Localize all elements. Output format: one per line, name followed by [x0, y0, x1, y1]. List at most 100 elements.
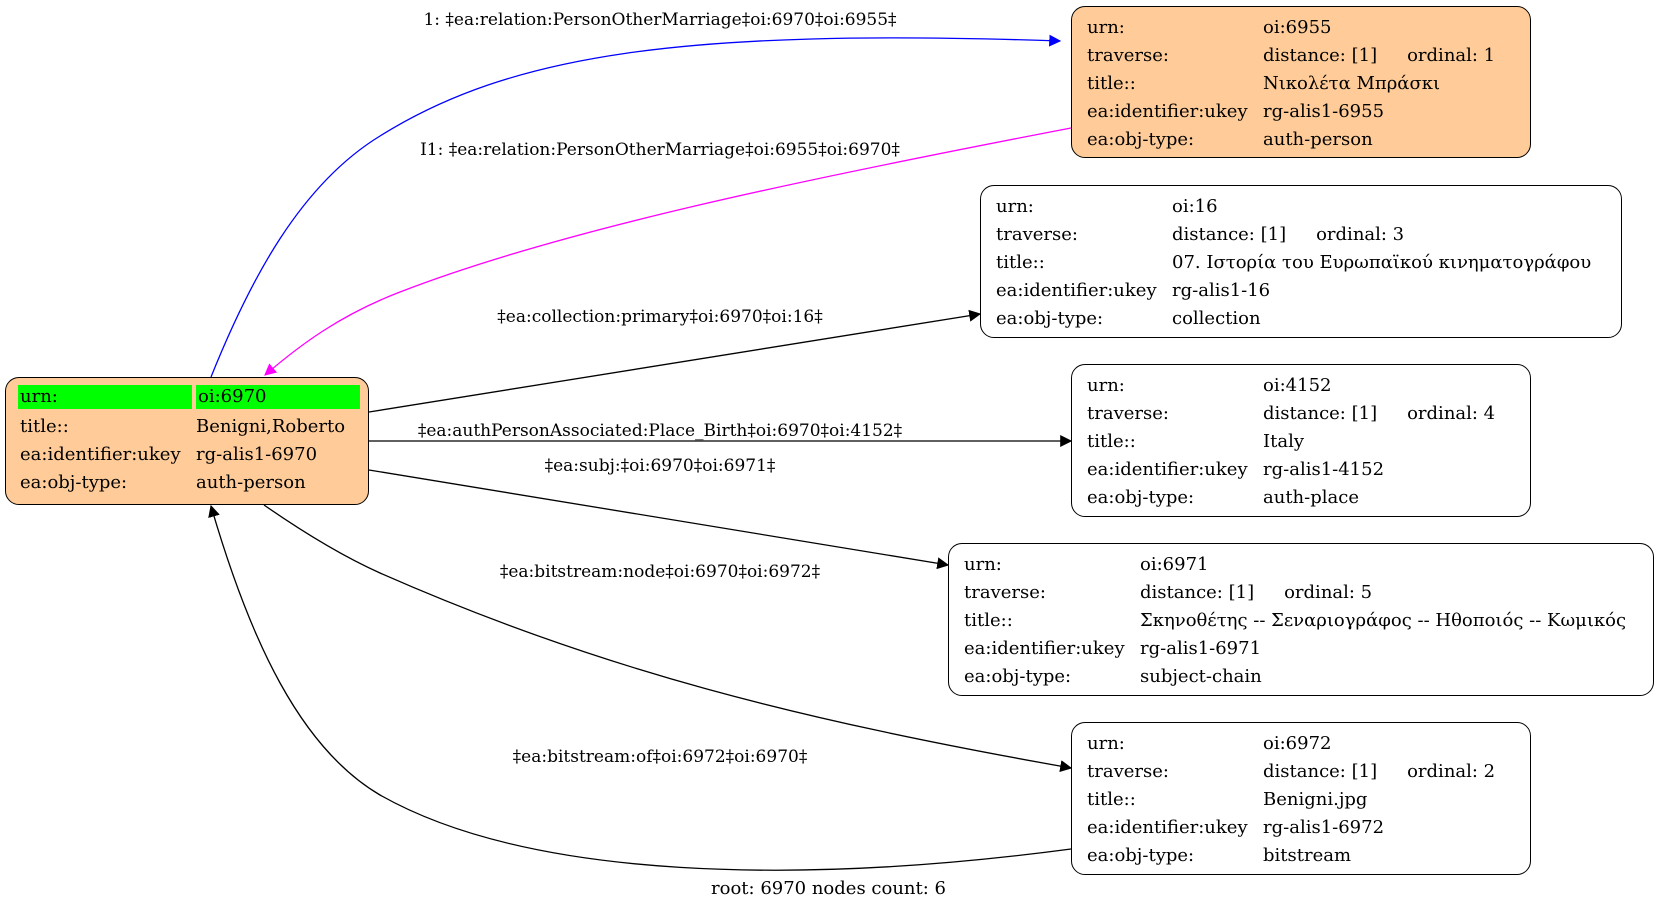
node-ukey-row: ea:identifier:ukey rg-alis1-16	[996, 276, 1607, 304]
node-traverse-row: traverse: distance: [1] ordinal: 1	[1087, 41, 1516, 69]
title-value: Νικολέτα Μπράσκι	[1263, 72, 1441, 94]
urn-value: oi:6971	[1140, 553, 1209, 575]
urn-key: urn:	[1087, 374, 1125, 396]
ukey-value: rg-alis1-6971	[1140, 637, 1262, 659]
distance-value: distance: [1]	[1263, 760, 1378, 782]
traverse-key: traverse:	[1087, 402, 1169, 424]
ordinal-value: ordinal: 5	[1284, 581, 1373, 603]
urn-key: urn:	[996, 195, 1034, 217]
traverse-key: traverse:	[1087, 44, 1169, 66]
root-title-row: title:: Benigni,Roberto	[18, 412, 356, 440]
objtype-value: auth-person	[1263, 128, 1373, 150]
edge-marriage-6970-6955	[210, 34, 1062, 378]
objtype-value: subject-chain	[1140, 665, 1262, 687]
node-ukey-row: ea:identifier:ukey rg-alis1-6955	[1087, 97, 1516, 125]
root-urn-key: urn:	[18, 385, 192, 409]
ordinal-value: ordinal: 2	[1407, 760, 1496, 782]
ukey-value: rg-alis1-4152	[1263, 458, 1385, 480]
edge-label-place-birth: ‡ea:authPersonAssociated:Place_Birth‡oi:…	[418, 421, 903, 441]
ukey-value: rg-alis1-16	[1172, 279, 1271, 301]
node-traverse-row: traverse: distance: [1] ordinal: 3	[996, 220, 1607, 248]
edge-label-subject: ‡ea:subj:‡oi:6970‡oi:6971‡	[545, 456, 776, 476]
ordinal-value: ordinal: 1	[1407, 44, 1496, 66]
node-objtype-row: ea:obj-type: collection	[996, 304, 1607, 332]
root-ukey-value: rg-alis1-6970	[196, 443, 318, 465]
edge-subject	[368, 469, 950, 570]
node-title-row: title::Νικολέτα Μπράσκι	[1087, 69, 1516, 97]
edge-bitstream-node	[263, 504, 1073, 773]
node-title-row: title::Benigni.jpg	[1087, 785, 1516, 813]
title-key: title::	[996, 251, 1045, 273]
urn-value: oi:6972	[1263, 732, 1332, 754]
ukey-key: ea:identifier:ukey	[1087, 458, 1248, 480]
root-title-value: Benigni,Roberto	[196, 415, 346, 437]
objtype-key: ea:obj-type:	[964, 665, 1072, 687]
edge-bitstream-of	[208, 504, 1072, 871]
distance-value: distance: [1]	[1263, 402, 1378, 424]
node-oi-6971[interactable]: urn: oi:6971 traverse: distance: [1] ordina…	[948, 543, 1654, 696]
root-node[interactable]: urn: oi:6970 title:: Benigni,Roberto ea:…	[5, 377, 369, 505]
root-objtype-value: auth-person	[196, 471, 306, 493]
objtype-key: ea:obj-type:	[1087, 844, 1195, 866]
node-urn-row: urn:oi:6955	[1087, 13, 1516, 41]
ukey-key: ea:identifier:ukey	[1087, 816, 1248, 838]
edge-collection-primary	[368, 309, 982, 413]
edge-label-marriage-6970-6955: 1: ‡ea:relation:PersonOtherMarriage‡oi:6…	[423, 10, 897, 30]
node-objtype-row: ea:obj-type: subject-chain	[964, 662, 1639, 690]
objtype-value: collection	[1172, 307, 1261, 329]
node-oi-6955[interactable]: urn:oi:6955 traverse: distance: [1] ordina…	[1071, 6, 1531, 158]
ukey-key: ea:identifier:ukey	[1087, 100, 1248, 122]
node-objtype-row: ea:obj-type: auth-place	[1087, 483, 1516, 511]
title-value: 07. Ιστορία του Ευρωπαϊκού κινηματογράφο…	[1172, 251, 1592, 273]
traverse-key: traverse:	[996, 223, 1078, 245]
distance-value: distance: [1]	[1172, 223, 1287, 245]
title-value: Italy	[1263, 430, 1305, 452]
ukey-value: rg-alis1-6955	[1263, 100, 1385, 122]
node-oi-6972[interactable]: urn: oi:6972 traverse: distance: [1] ordina…	[1071, 722, 1531, 875]
node-title-row: title::Italy	[1087, 427, 1516, 455]
edge-label-marriage-6955-6970: I1: ‡ea:relation:PersonOtherMarriage‡oi:…	[420, 140, 900, 160]
traverse-key: traverse:	[1087, 760, 1169, 782]
node-urn-row: urn: oi:6971	[964, 550, 1639, 578]
objtype-value: auth-place	[1263, 486, 1359, 508]
urn-value: oi:16	[1172, 195, 1218, 217]
node-urn-row: urn:oi:4152	[1087, 371, 1516, 399]
ordinal-value: ordinal: 4	[1407, 402, 1496, 424]
root-objtype-row: ea:obj-type: auth-person	[18, 468, 356, 496]
title-value: Benigni.jpg	[1263, 788, 1368, 810]
distance-value: distance: [1]	[1140, 581, 1255, 603]
objtype-key: ea:obj-type:	[996, 307, 1104, 329]
node-objtype-row: ea:obj-type:auth-person	[1087, 125, 1516, 153]
root-objtype-key: ea:obj-type:	[20, 471, 128, 493]
title-key: title::	[1087, 788, 1136, 810]
edge-label-bitstream-of: ‡ea:bitstream:of‡oi:6972‡oi:6970‡	[513, 747, 808, 767]
root-urn-row: urn: oi:6970	[18, 384, 360, 410]
node-ukey-row: ea:identifier:ukey rg-alis1-4152	[1087, 455, 1516, 483]
ordinal-value: ordinal: 3	[1316, 223, 1405, 245]
urn-key: urn:	[964, 553, 1002, 575]
node-traverse-row: traverse: distance: [1] ordinal: 5	[964, 578, 1639, 606]
node-urn-row: urn: oi:6972	[1087, 729, 1516, 757]
objtype-key: ea:obj-type:	[1087, 486, 1195, 508]
root-ukey-row: ea:identifier:ukey rg-alis1-6970	[18, 440, 356, 468]
root-urn-value: oi:6970	[196, 385, 360, 409]
ukey-key: ea:identifier:ukey	[996, 279, 1157, 301]
node-oi-4152[interactable]: urn:oi:4152 traverse: distance: [1] ordina…	[1071, 364, 1531, 517]
title-key: title::	[1087, 72, 1136, 94]
edge-marriage-6955-6970	[264, 127, 1072, 376]
node-title-row: title::Σκηνοθέτης -- Σεναριογράφος -- Ηθ…	[964, 606, 1639, 634]
edge-label-collection-primary: ‡ea:collection:primary‡oi:6970‡oi:16‡	[497, 307, 823, 327]
title-key: title::	[964, 609, 1013, 631]
urn-key: urn:	[1087, 732, 1125, 754]
node-oi-16[interactable]: urn: oi:16 traverse: distance: [1] ordinal:…	[980, 185, 1622, 338]
graph-footer: root: 6970 nodes count: 6	[711, 878, 946, 899]
traverse-key: traverse:	[964, 581, 1046, 603]
title-key: title::	[1087, 430, 1136, 452]
node-traverse-row: traverse: distance: [1] ordinal: 4	[1087, 399, 1516, 427]
distance-value: distance: [1]	[1263, 44, 1378, 66]
objtype-value: bitstream	[1263, 844, 1352, 866]
root-title-key: title::	[20, 415, 69, 437]
